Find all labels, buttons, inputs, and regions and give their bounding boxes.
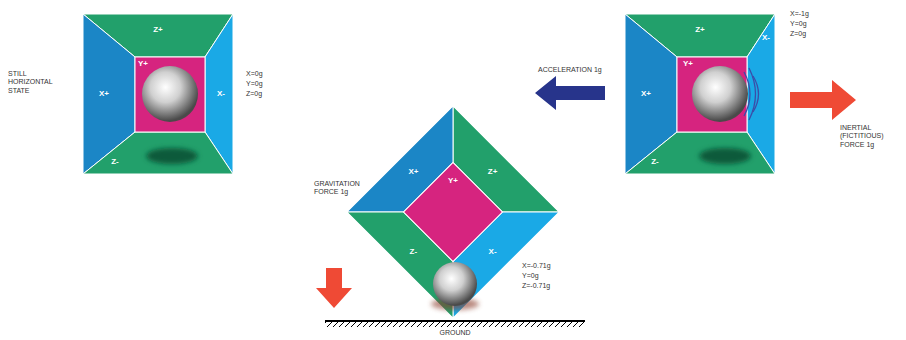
face-label: Y+ [683,59,693,69]
reading: Y=0g [790,20,840,28]
ground-hatch [325,322,585,327]
face-label: Z+ [153,25,163,35]
face-label: Y+ [448,176,458,186]
face-back [404,163,503,262]
face-label: Z- [111,157,119,167]
pressure-marks [744,68,759,120]
gravity-arrow [316,268,352,308]
acceleration-arrow [535,76,605,110]
ball [142,66,198,122]
face-label: Y+ [138,59,148,69]
face-label: X+ [408,168,418,178]
ball [692,66,748,122]
force-label: GRAVITATION FORCE 1g [314,180,372,197]
cube-accelerating [625,14,775,174]
face-label: Z+ [695,25,705,35]
face-label: X+ [641,89,651,99]
ball-shadow [699,148,751,164]
reading: Y=0g [246,80,296,88]
ground-line [325,320,585,322]
reading: Y=0g [522,272,582,280]
reading: X=0g [246,70,296,78]
face-label: X- [217,89,225,99]
pressure-mark [749,68,756,120]
ground-label: GROUND [439,329,470,337]
pressure-mark [753,76,759,112]
reading: Z=0g [246,90,296,98]
force-label: INERTIAL (FICTITIOUS) FORCE 1g [840,124,900,149]
force-label: ACCELERATION 1g [538,66,608,74]
face-label: Z+ [488,168,498,178]
ball [433,262,477,306]
state-label: STILL HORIZONTAL STATE [8,70,64,95]
face-bottom [625,132,775,174]
pressure-mark [744,72,750,116]
face-back [677,57,747,132]
face-label: X- [489,247,497,257]
inertial-force-arrow [790,80,856,120]
face-label: X- [762,33,770,43]
reading: X=-1g [790,10,840,18]
face-bottom [83,132,233,174]
cube-still [83,14,233,174]
reading: Z=-0.71g [522,282,582,290]
ball-shadow [146,148,198,164]
reading: Z=0g [790,30,840,38]
face-label: Z- [651,157,659,167]
reading: X=-0.71g [522,262,582,270]
face-label: Z- [410,247,418,257]
face-back [135,57,205,132]
face-label: X+ [99,89,109,99]
